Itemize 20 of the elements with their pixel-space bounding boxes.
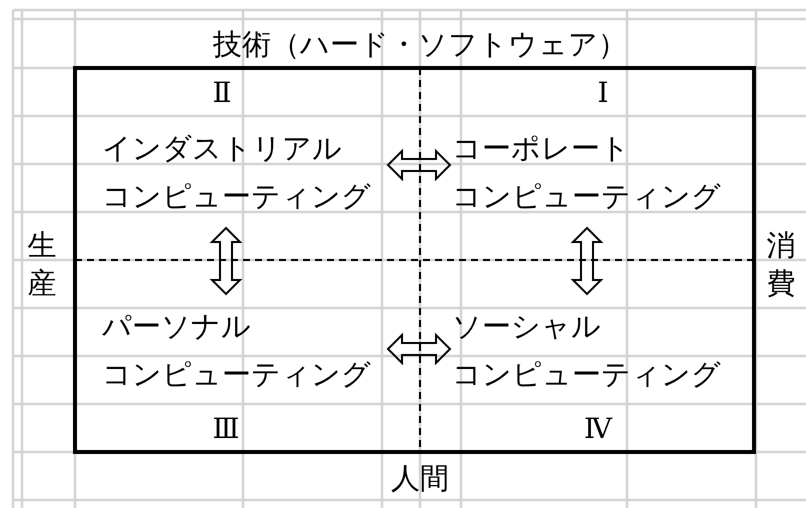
- axis-label: 消費: [766, 227, 796, 302]
- quadrant-label: コーポレート: [452, 130, 631, 167]
- quadrant-label: コンピューティング: [452, 356, 722, 393]
- axis-label: 生産: [27, 227, 57, 302]
- double-arrow: [386, 332, 452, 366]
- roman-numeral: Ⅰ: [597, 76, 609, 110]
- roman-numeral: Ⅲ: [212, 412, 240, 446]
- quadrant-label: インダストリアル: [102, 130, 343, 167]
- double-arrow: [386, 148, 452, 182]
- axis-label: 人間: [391, 461, 449, 495]
- axis-title: 技術（ハード・ソフトウェア）: [213, 27, 627, 61]
- double-arrow: [210, 226, 242, 296]
- quadrant-label: コンピューティング: [102, 178, 372, 215]
- quadrant-label: ソーシャル: [452, 308, 602, 345]
- double-arrow: [570, 226, 604, 296]
- quadrant-label: コンピューティング: [452, 178, 722, 215]
- quadrant-label: パーソナル: [102, 308, 252, 345]
- roman-numeral: Ⅱ: [212, 76, 232, 110]
- quadrant-label: コンピューティング: [102, 356, 372, 393]
- roman-numeral: Ⅳ: [584, 412, 612, 446]
